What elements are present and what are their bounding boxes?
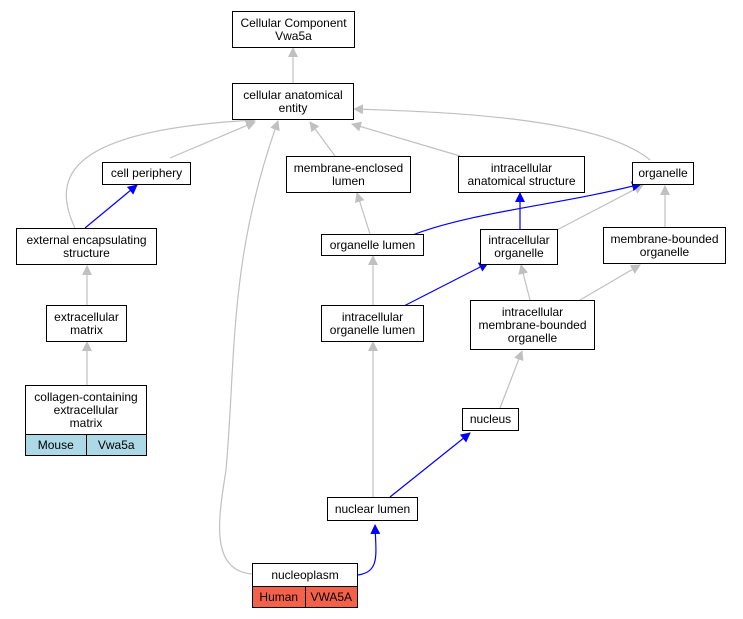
node-intracellular-membrane-bounded-organelle[interactable]: intracellular membrane-bounded organelle — [470, 300, 595, 350]
node-cell-periphery[interactable]: cell periphery — [102, 162, 191, 185]
annotation-row-human: Human VWA5A — [253, 586, 357, 607]
node-cellular-component-vwa5a[interactable]: Cellular Component Vwa5a — [232, 11, 355, 48]
node-organelle[interactable]: organelle — [632, 162, 694, 185]
node-nucleoplasm[interactable]: nucleoplasm Human VWA5A — [252, 563, 358, 608]
edge-mel-cae — [309, 121, 336, 157]
species-human: Human — [259, 589, 299, 604]
node-label: collagen-containing extracellular matrix — [34, 389, 138, 430]
node-label: nucleoplasm — [271, 567, 339, 582]
node-nuclear-lumen[interactable]: nuclear lumen — [327, 497, 418, 521]
edge-np-cae — [219, 120, 280, 575]
node-membrane-enclosed-lumen[interactable]: membrane-enclosed lumen — [286, 156, 411, 193]
node-external-encapsulating-structure[interactable]: external encapsulating structure — [16, 228, 157, 265]
edge-ees-cae — [65, 115, 256, 229]
edge-imbo-io — [518, 264, 531, 301]
node-cellular-anatomical-entity[interactable]: cellular anatomical entity — [232, 83, 354, 120]
edge-ees-cp — [84, 184, 138, 229]
edge-nl-nuc — [389, 432, 471, 498]
gene-vwa5a-mouse: Vwa5a — [85, 435, 147, 455]
node-intracellular-organelle[interactable]: intracellular organelle — [480, 229, 558, 265]
species-mouse: Mouse — [37, 437, 74, 452]
edge-io-org — [552, 184, 644, 233]
edge-nuc-imbo — [499, 350, 524, 409]
gene-vwa5a-human: VWA5A — [304, 587, 358, 607]
node-intracellular-organelle-lumen[interactable]: intracellular organelle lumen — [321, 305, 424, 342]
node-collagen-containing-extracellular-matrix[interactable]: collagen-containing extracellular matrix… — [25, 385, 147, 456]
node-extracellular-matrix[interactable]: extracellular matrix — [46, 305, 127, 342]
edge-ol-mel — [354, 192, 371, 235]
edge-imbo-mbo — [579, 264, 641, 301]
edge-iol-io — [399, 262, 489, 309]
edge-cp-cae — [169, 120, 256, 159]
node-membrane-bounded-organelle[interactable]: membrane-bounded organelle — [603, 227, 726, 264]
edge-ias-cae — [351, 121, 461, 157]
edge-org-cae — [353, 104, 651, 161]
node-intracellular-anatomical-structure[interactable]: intracellular anatomical structure — [458, 156, 585, 193]
edge-ol-org — [409, 181, 642, 237]
annotation-row-mouse: Mouse Vwa5a — [26, 434, 146, 455]
node-nucleus[interactable]: nucleus — [462, 408, 519, 431]
edge-np-nl — [357, 524, 381, 576]
node-organelle-lumen[interactable]: organelle lumen — [321, 234, 424, 256]
